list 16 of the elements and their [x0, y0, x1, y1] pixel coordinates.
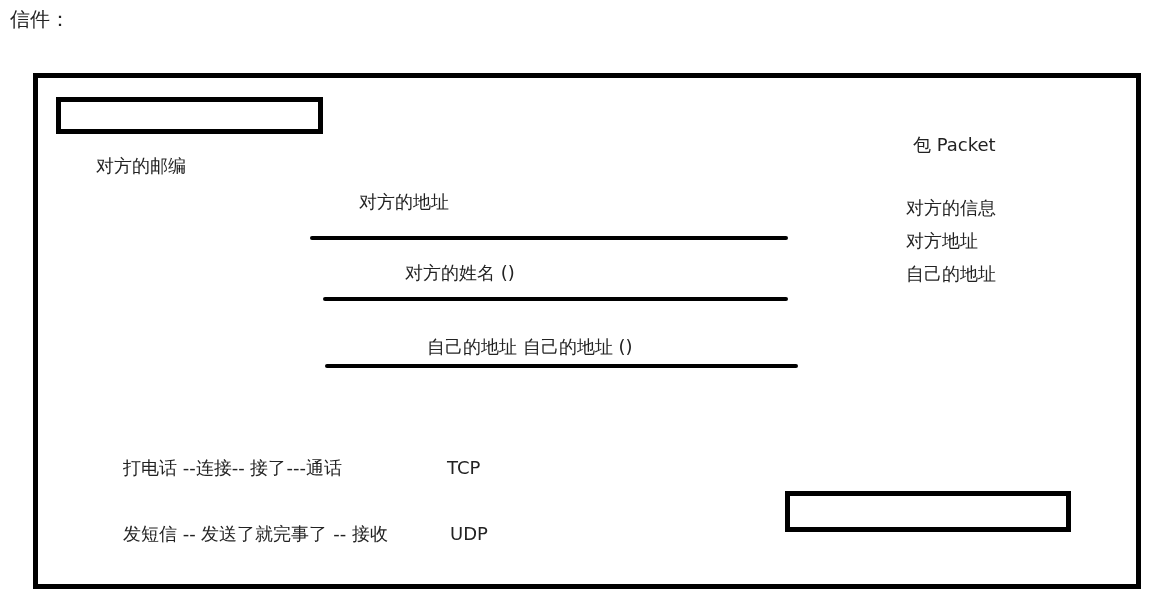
stamp-box	[56, 97, 323, 134]
note-text: 发短信 -- 发送了就完事了 -- 接收	[123, 522, 388, 546]
list-item: 对方地址	[906, 229, 978, 253]
list-item: 自己的地址	[906, 262, 996, 286]
list-item: 对方的信息	[906, 196, 996, 220]
note-text: 打电话 --连接-- 接了---通话	[123, 456, 342, 480]
protocol-label: UDP	[450, 522, 488, 546]
title: 信件：	[10, 7, 70, 31]
field-label: 对方的姓名 ()	[405, 261, 515, 285]
return-address-box	[785, 491, 1071, 532]
field-label: 自己的地址 自己的地址 ()	[427, 335, 633, 359]
field-label: 对方的地址	[359, 190, 449, 214]
envelope-frame	[33, 73, 1141, 589]
protocol-label: TCP	[447, 456, 481, 480]
field-label: 对方的邮编	[96, 154, 186, 178]
packet-label: 包 Packet	[913, 133, 996, 157]
